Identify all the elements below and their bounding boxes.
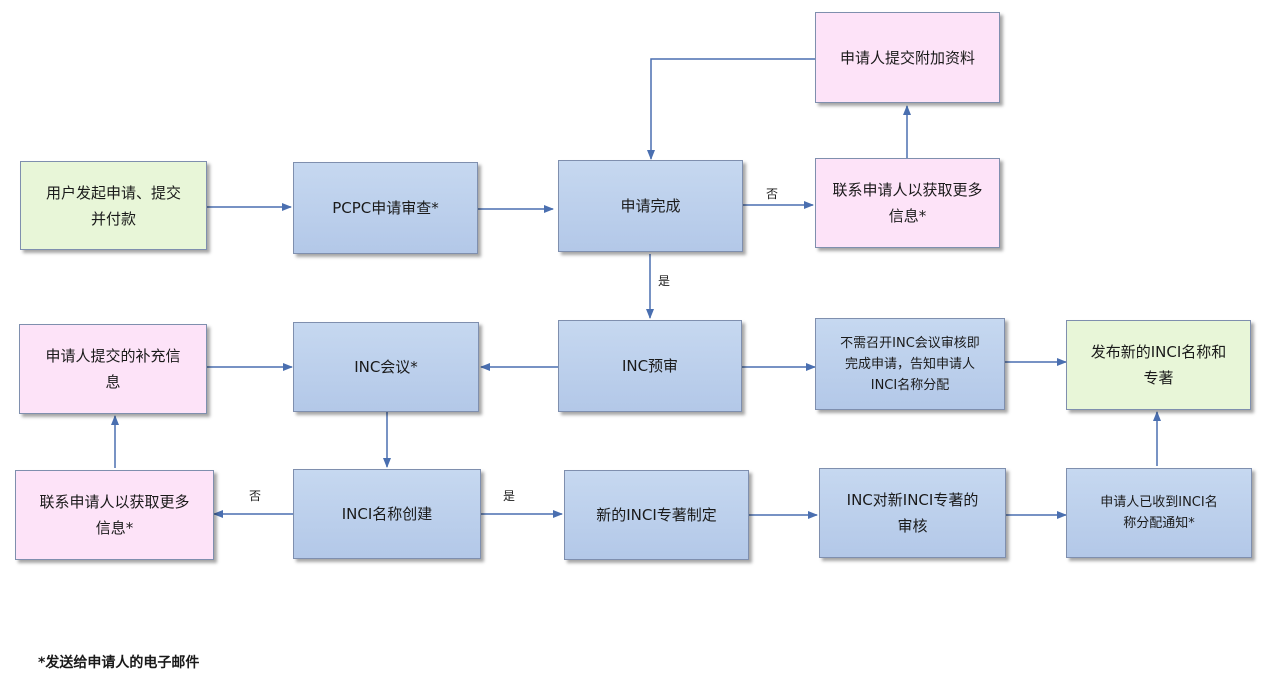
node-new-monograph: 新的INCI专著制定 xyxy=(564,470,749,560)
node-apply-complete: 申请完成 xyxy=(558,160,743,252)
node-user-apply: 用户发起申请、提交 并付款 xyxy=(20,161,207,250)
node-inc-meeting: INC会议* xyxy=(293,322,479,412)
edge-label-create-no: 否 xyxy=(249,489,262,503)
node-inc-review-monograph: INC对新INCI专著的 审核 xyxy=(819,468,1006,558)
node-submit-additional: 申请人提交附加资料 xyxy=(815,12,1000,103)
node-contact-more-top: 联系申请人以获取更多 信息* xyxy=(815,158,1000,248)
node-inci-name-create: INCI名称创建 xyxy=(293,469,481,559)
arrow-additional-to-complete xyxy=(647,58,815,160)
node-contact-more-bottom: 联系申请人以获取更多 信息* xyxy=(15,470,214,560)
edge-label-complete-no: 否 xyxy=(766,187,779,201)
edge-label-complete-yes: 是 xyxy=(658,274,671,288)
node-publish-new: 发布新的INCI名称和 专著 xyxy=(1066,320,1251,410)
footnote: *发送给申请人的电子邮件 xyxy=(38,655,200,671)
node-received-notice: 申请人已收到INCI名 称分配通知* xyxy=(1066,468,1252,558)
node-no-meeting-notice: 不需召开INC会议审核即 完成申请，告知申请人 INCI名称分配 xyxy=(815,318,1005,410)
edge-label-create-yes: 是 xyxy=(503,489,516,503)
node-supplementary-info: 申请人提交的补充信 息 xyxy=(19,324,207,414)
node-inc-prereview: INC预审 xyxy=(558,320,742,412)
node-pcpc-review: PCPC申请审查* xyxy=(293,162,478,254)
